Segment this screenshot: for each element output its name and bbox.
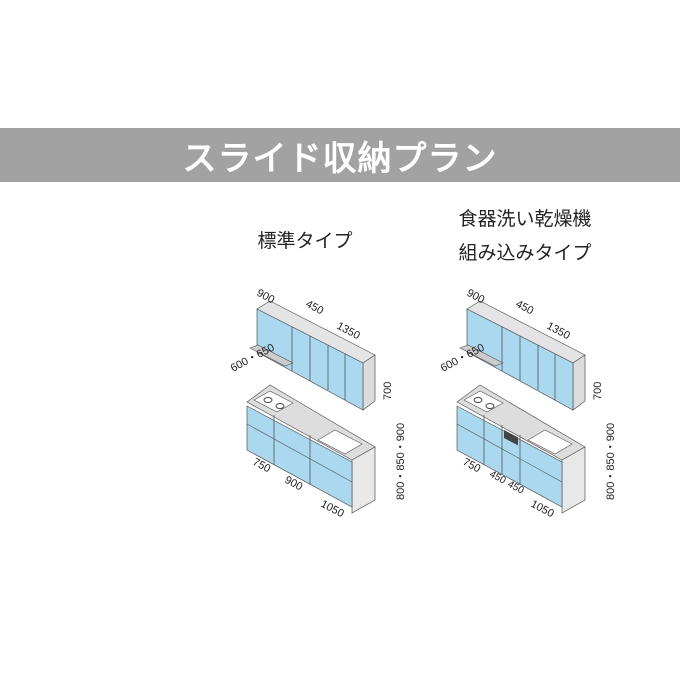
dim-upper-2: 450 [514,298,536,317]
dim-base-height: 800・850・900 [605,423,617,500]
banner-title: スライド収納プラン [182,138,498,179]
kitchen-standard: 900 450 1350 700 600・650 750 900 1050 80… [229,287,407,520]
dim-base-height: 800・850・900 [395,423,407,500]
plan-banner: スライド収納プラン [0,128,680,182]
plan-title-line: 標準タイプ [257,230,353,252]
dim-upper-2: 450 [304,298,326,317]
plan-title-standard: 標準タイプ [230,224,380,258]
plan-title-dishwasher: 食器洗い乾燥機 組み込みタイプ [440,202,610,270]
dim-upper-height: 700 [592,382,604,400]
plan-title-line: 組み込みタイプ [458,242,592,264]
kitchen-dishwasher: 900 450 1350 700 600・650 750 450 450 105… [439,287,617,520]
plan-title-line: 食器洗い乾燥機 [458,208,592,230]
dim-upper-height: 700 [382,382,394,400]
